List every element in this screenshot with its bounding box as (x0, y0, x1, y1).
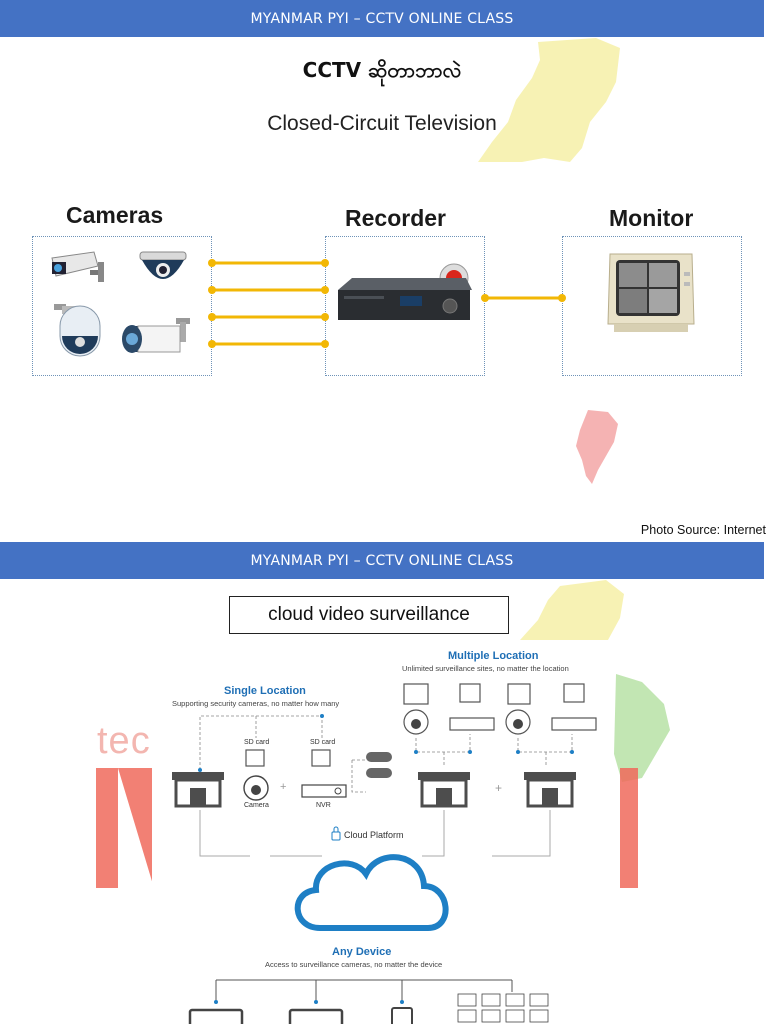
photo-source: Photo Source: Internet (640, 523, 766, 537)
crt-monitor-icon (607, 253, 695, 332)
dome-camera-icon (139, 251, 187, 279)
dvr-recorder-icon (338, 263, 472, 320)
slide-header: MYANMAR PYI – CCTV ONLINE CLASS (0, 542, 764, 579)
cameras-label: Cameras (66, 202, 164, 228)
recorder-label: Recorder (345, 205, 446, 231)
cctv-system-diagram: Cameras Recorder Monitor (0, 190, 768, 390)
ptz-camera-icon (54, 304, 101, 357)
cameras-box (32, 236, 212, 376)
nvr-label: NVR (316, 802, 331, 809)
cloud-icon (294, 854, 449, 931)
map-fragment-pink (576, 410, 618, 484)
infographic-graphics (172, 683, 597, 1024)
cloud-platform-label: Cloud Platform (344, 830, 404, 840)
monitor-box (562, 236, 742, 376)
plus-sign: + (280, 781, 287, 793)
recorder-box (325, 236, 485, 376)
multiple-location-subtitle: Unlimited surveillance sites, no matter … (402, 664, 569, 673)
cloud-surveillance-infographic: Multiple Location Unlimited surveillance… (152, 642, 614, 1024)
slide-header: MYANMAR PYI – CCTV ONLINE CLASS (0, 0, 764, 37)
plus-sign: + (495, 781, 503, 795)
slide-cloud-surveillance: MYANMAR PYI – CCTV ONLINE CLASS tec clou… (0, 542, 768, 1024)
bullet-camera-2-icon (122, 318, 190, 353)
any-device-title: Any Device (332, 946, 392, 958)
map-fragment-yellow (520, 580, 624, 640)
bullet-camera-icon (51, 251, 104, 282)
camera-label: Camera (244, 802, 269, 809)
map-fragment-yellow (478, 38, 620, 162)
single-location-title: Single Location (224, 685, 306, 697)
watermark-text: tec (97, 720, 151, 762)
map-fragment-green (614, 674, 670, 782)
slide-cctv-intro: MYANMAR PYI – CCTV ONLINE CLASS CCTV ဆို… (0, 0, 768, 537)
sd-card-label: SD card (310, 739, 336, 746)
monitor-label: Monitor (609, 205, 694, 231)
slide-subtitle: Closed-Circuit Television (267, 112, 497, 135)
single-location-subtitle: Supporting security cameras, no matter h… (172, 699, 340, 708)
cables (208, 259, 566, 348)
watermark-logo-shape (96, 768, 638, 888)
sd-card-label: SD card (244, 739, 270, 746)
slide-title: cloud video surveillance (229, 596, 509, 634)
multiple-location-title: Multiple Location (448, 650, 539, 662)
storefront-icon (172, 772, 224, 808)
slide-title: CCTV ဆိုတာဘာလဲ (302, 58, 462, 82)
any-device-subtitle: Access to surveillance cameras, no matte… (265, 960, 443, 969)
